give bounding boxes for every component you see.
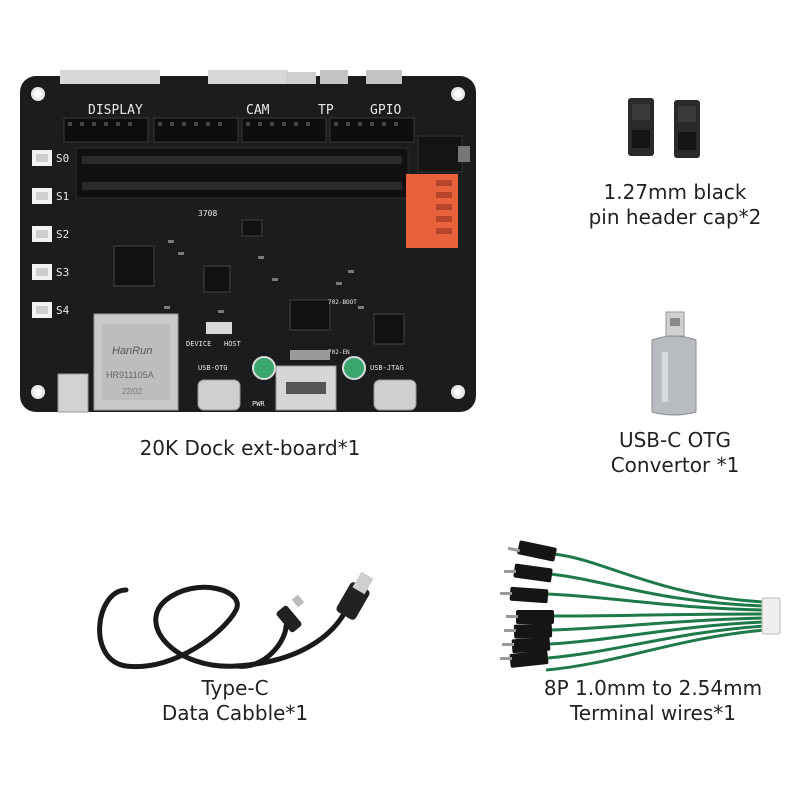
board-caption: 20K Dock ext-board*1 <box>60 436 440 461</box>
otg-caption-line1: USB-C OTG <box>618 428 732 452</box>
rj45-model: HR911105A <box>106 370 154 380</box>
otg-caption-line2: Convertor *1 <box>610 453 740 477</box>
pin-caps-caption: 1.27mm black pin header cap*2 <box>560 180 790 230</box>
otg-adapter-image <box>648 311 700 416</box>
silk-en: 702-EN <box>328 349 350 356</box>
otg-adapter-caption: USB-C OTG Convertor *1 <box>560 428 790 478</box>
silk-usb-otg: USB-OTG <box>198 364 228 372</box>
cable-image <box>86 570 386 680</box>
wires-caption-line1: 8P 1.0mm to 2.54mm <box>543 676 763 700</box>
silk-host: HOST <box>224 340 242 348</box>
silk-s1: S1 <box>56 190 69 203</box>
board-caption-text: 20K Dock ext-board*1 <box>139 436 361 460</box>
silk-usb-jtag: USB-JTAG <box>370 364 404 372</box>
silk-tp: TP <box>318 103 334 118</box>
silk-s4: S4 <box>56 304 70 317</box>
silk-pwr: PWR <box>252 400 265 408</box>
terminal-wires-image <box>496 536 796 676</box>
pin-caps-caption-line1: 1.27mm black <box>603 180 747 204</box>
silk-display: DISPLAY <box>88 103 143 118</box>
cable-caption-line1: Type-C <box>201 676 269 700</box>
silk-s0: S0 <box>56 152 69 165</box>
wires-caption-line2: Terminal wires*1 <box>569 701 737 725</box>
silk-gpio: GPIO <box>370 103 401 118</box>
pin-caps-image <box>622 96 712 160</box>
silk-chip: 3708 <box>198 209 217 218</box>
cable-caption-line2: Data Cabble*1 <box>161 701 309 725</box>
silk-cam: CAM <box>246 103 270 118</box>
cable-caption: Type-C Data Cabble*1 <box>120 676 350 726</box>
rj45-brand: HanRun <box>112 345 152 357</box>
silk-s3: S3 <box>56 266 69 279</box>
silk-device: DEVICE <box>186 340 211 348</box>
rj45-date: 22/02 <box>122 387 143 396</box>
wires-caption: 8P 1.0mm to 2.54mm Terminal wires*1 <box>518 676 788 726</box>
dock-board-image: DISPLAY CAM TP GPIO <box>18 70 478 420</box>
silk-s2: S2 <box>56 228 69 241</box>
pin-caps-caption-line2: pin header cap*2 <box>588 205 762 229</box>
silk-boot: 702-BOOT <box>328 299 357 306</box>
